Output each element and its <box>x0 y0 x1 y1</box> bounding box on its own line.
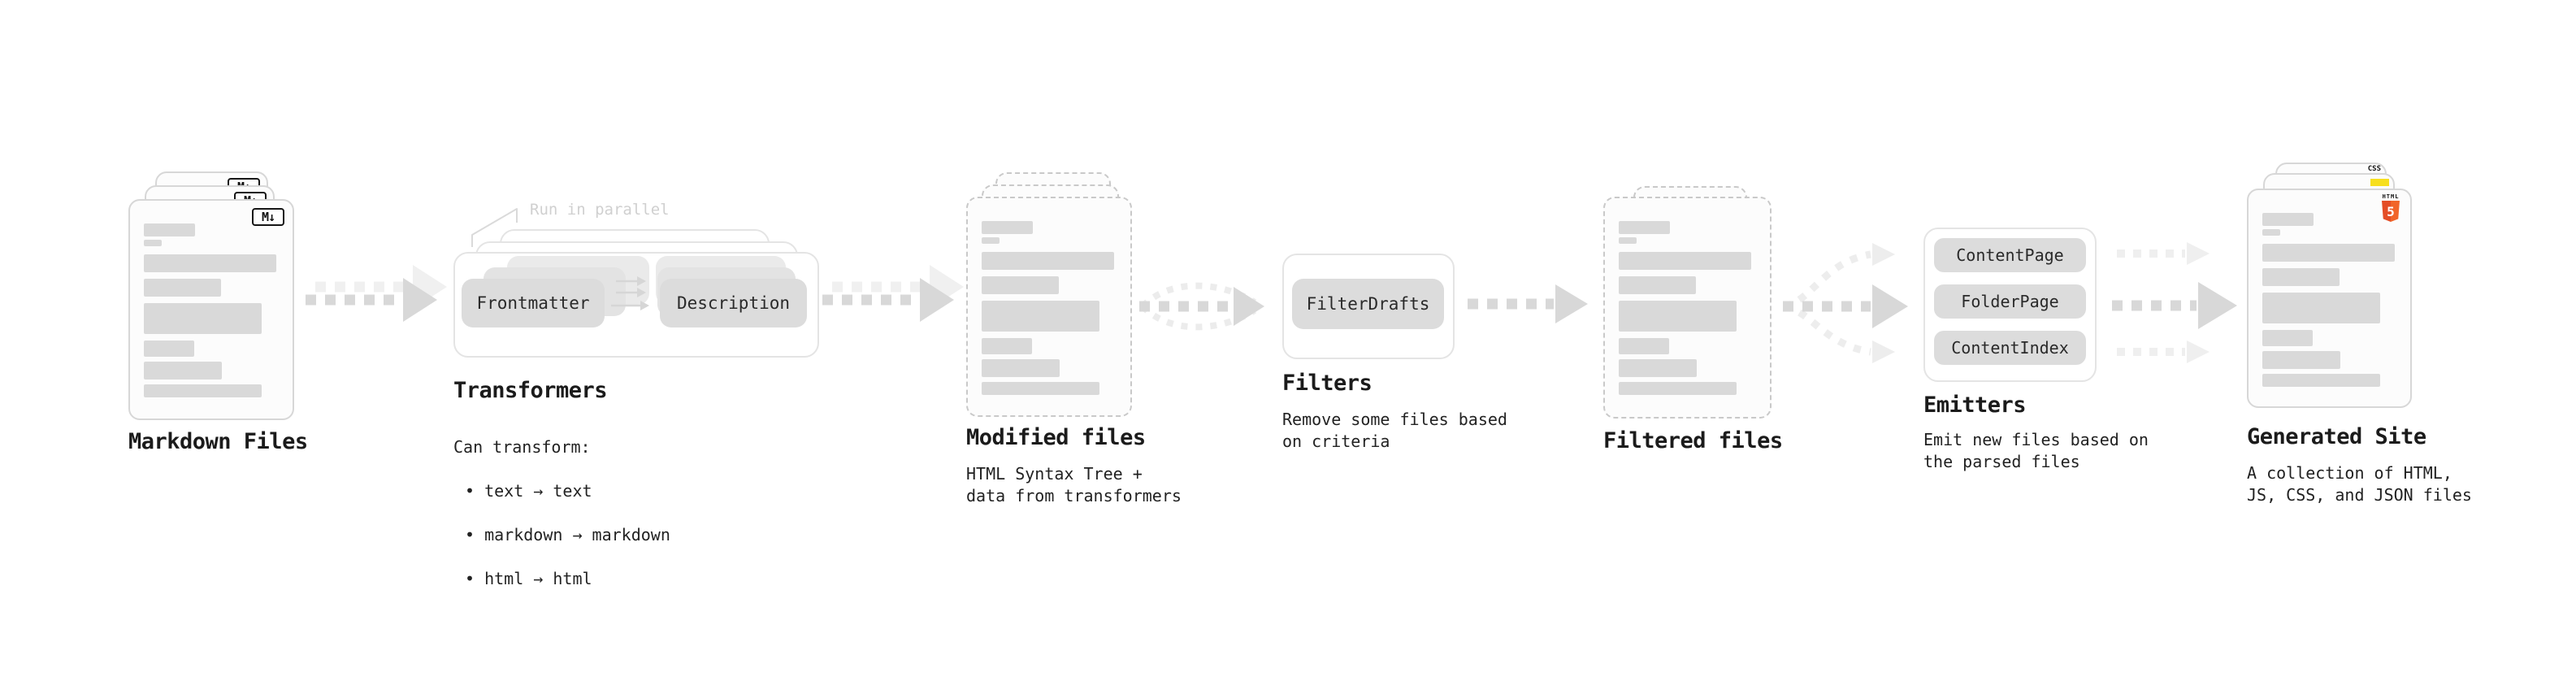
modified-files-description: HTML Syntax Tree + data from transformer… <box>966 464 1182 505</box>
text-line-placeholder <box>2262 268 2340 286</box>
text-line-placeholder <box>1619 338 1669 354</box>
text-line-placeholder <box>1619 221 1670 234</box>
text-line-placeholder <box>982 359 1060 377</box>
text-line-placeholder <box>2262 330 2313 346</box>
emitter-pill-contentindex: ContentIndex <box>1934 331 2086 365</box>
html5-shield: 5 <box>2382 201 2400 222</box>
file-content-placeholder <box>1605 221 1770 395</box>
text-line-placeholder <box>144 362 222 380</box>
text-line-placeholder <box>2262 293 2380 323</box>
text-line-placeholder <box>144 384 262 397</box>
emitter-pill-folderpage: FolderPage <box>1934 284 2086 319</box>
transformers-description: Can transform: • text → text • markdown … <box>453 414 670 612</box>
file-card: HTML 5 <box>2247 189 2412 408</box>
emitters-description: Emit new files based on the parsed files <box>1923 430 2149 471</box>
text-line-placeholder <box>1619 276 1696 294</box>
transformers-bullet: • html → html <box>465 569 592 588</box>
file-card <box>1603 197 1772 419</box>
transformers-label: Transformers <box>453 378 608 403</box>
file-content-placeholder <box>2249 213 2410 387</box>
javascript-icon <box>2370 179 2389 186</box>
transformers-desc-title: Can transform: <box>453 437 591 457</box>
dashed-arrow-icon <box>1468 284 1588 323</box>
text-line-placeholder <box>2262 213 2314 226</box>
emitters-label: Emitters <box>1923 393 2027 418</box>
text-line-placeholder <box>144 303 262 334</box>
generated-site-label: Generated Site <box>2247 424 2426 449</box>
parallel-arrows-icon <box>611 276 649 310</box>
text-line-placeholder <box>1619 382 1737 395</box>
text-line-placeholder <box>144 240 162 246</box>
file-content-placeholder <box>968 221 1130 395</box>
html5-icon: HTML 5 <box>2380 193 2401 222</box>
text-line-placeholder <box>982 252 1114 270</box>
filters-description: Remove some files based on criteria <box>1282 410 1507 451</box>
run-in-parallel-annotation: Run in parallel <box>530 201 670 219</box>
text-line-placeholder <box>982 382 1099 395</box>
dashed-arrow-icon <box>306 265 447 322</box>
transformers-bullet: • text → text <box>465 481 592 501</box>
transformers-bullet: • markdown → markdown <box>465 525 670 544</box>
transformer-pill-frontmatter: Frontmatter <box>462 279 605 327</box>
text-line-placeholder <box>144 279 221 297</box>
text-line-placeholder <box>2262 374 2380 387</box>
generated-site-description: A collection of HTML, JS, CSS, and JSON … <box>2247 463 2472 505</box>
emitter-pill-contentpage: ContentPage <box>1934 238 2086 272</box>
text-line-placeholder <box>144 340 194 357</box>
text-line-placeholder <box>982 301 1099 332</box>
transformer-pill-description: Description <box>660 279 807 327</box>
filter-pill-filterdrafts: FilterDrafts <box>1292 279 1444 329</box>
text-line-placeholder <box>1619 237 1637 244</box>
file-content-placeholder <box>130 223 293 397</box>
text-line-placeholder <box>2262 229 2280 236</box>
text-line-placeholder <box>982 237 1000 244</box>
text-line-placeholder <box>2262 351 2340 369</box>
dashed-arrow-icon <box>822 265 964 322</box>
text-line-placeholder <box>1619 359 1697 377</box>
triple-arrow-icon <box>2112 242 2237 363</box>
split-arrow-icon <box>1783 243 1908 363</box>
text-line-placeholder <box>1619 301 1737 332</box>
modified-files-label: Modified files <box>966 425 1146 450</box>
text-line-placeholder <box>982 221 1033 234</box>
text-line-placeholder <box>1619 252 1751 270</box>
filters-label: Filters <box>1282 371 1373 396</box>
text-line-placeholder <box>2262 244 2395 262</box>
text-line-placeholder <box>144 223 195 236</box>
text-line-placeholder <box>144 254 276 272</box>
annotation-callout-line <box>471 208 518 247</box>
text-line-placeholder <box>982 338 1032 354</box>
file-card: M↓ <box>128 199 294 420</box>
html5-caption: HTML <box>2382 193 2400 200</box>
markdown-icon: M↓ <box>252 208 284 226</box>
text-line-placeholder <box>982 276 1059 294</box>
merge-arrow-icon <box>1139 282 1264 331</box>
filtered-files-label: Filtered files <box>1603 428 1783 453</box>
file-card <box>966 197 1132 417</box>
markdown-files-label: Markdown Files <box>128 429 308 454</box>
